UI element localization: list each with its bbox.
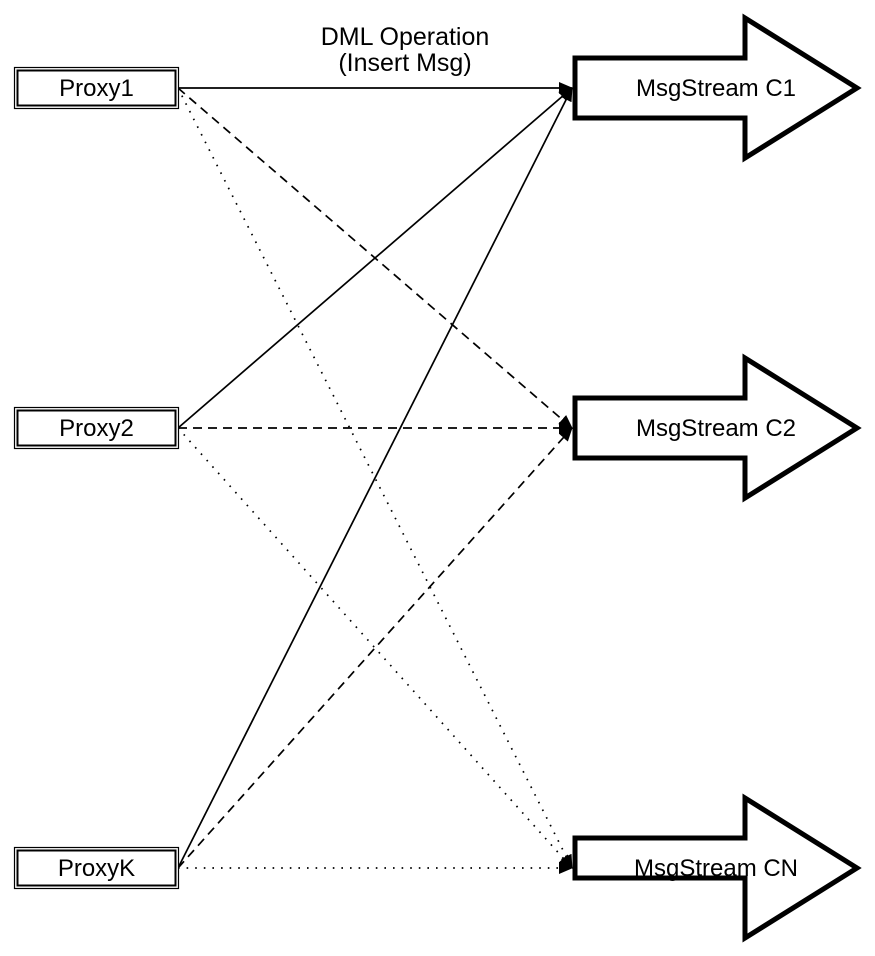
msgstream-nodes-layer: MsgStream C1 MsgStream C2 MsgStream CN [572,13,862,943]
dml-operation-label-line1: DML Operation [321,23,490,51]
proxyk-label: ProxyK [58,855,135,882]
msgstream-cn-arrow [572,793,862,943]
msgstream-c1-node: MsgStream C1 [572,13,862,163]
dml-operation-annotation: DML Operation (Insert Msg) [321,23,490,77]
msgstream-c2-arrow [572,353,862,503]
proxy-nodes-layer: Proxy1 Proxy2 ProxyK [13,66,180,890]
msgstream-cn-node: MsgStream CN [572,793,862,943]
dml-operation-label-line2: (Insert Msg) [338,49,471,77]
proxyk-node: ProxyK [13,846,180,890]
proxy2-box [16,409,177,447]
msgstream-c2-label: MsgStream C2 [636,415,796,442]
proxy1-box [16,69,177,107]
msgstream-c1-arrow [572,13,862,163]
proxy1-node: Proxy1 [13,66,180,110]
edge-proxy2-to-msgstream-c1 [177,87,573,429]
edges-layer [177,82,573,874]
msgstream-cn-label: MsgStream CN [634,855,798,882]
edge-proxyk-to-msgstream-c2 [177,427,573,869]
proxyk-box [16,849,177,887]
proxy2-node: Proxy2 [13,406,180,450]
proxy2-label: Proxy2 [59,415,134,442]
msgstream-c1-label: MsgStream C1 [636,75,796,102]
proxy1-label: Proxy1 [59,75,134,102]
msgstream-c2-node: MsgStream C2 [572,353,862,503]
edge-proxyk-to-msgstream-c1 [177,87,573,869]
